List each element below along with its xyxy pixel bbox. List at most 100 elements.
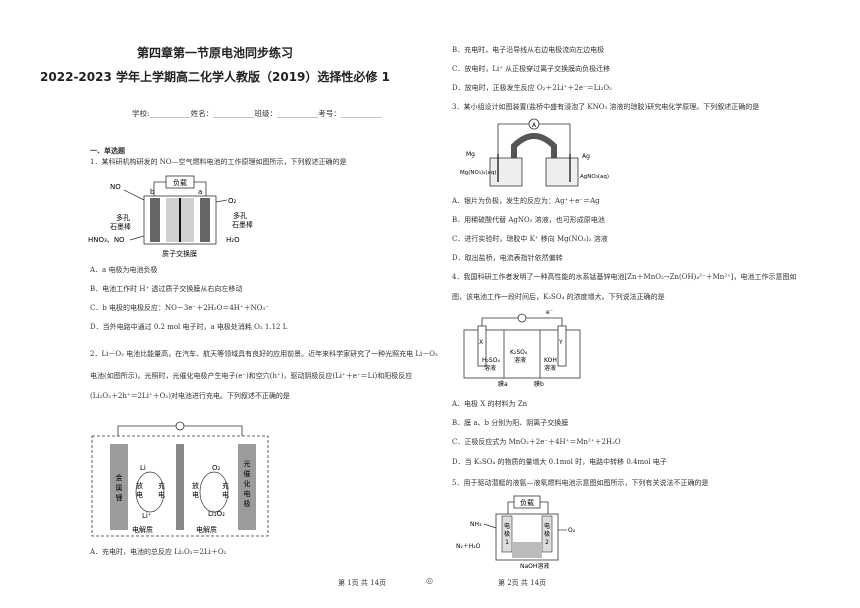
q2-electrolyte-left: 电解质 [132, 525, 153, 534]
bulb-icon [517, 313, 527, 323]
bulb-icon [175, 421, 185, 431]
q4-electrode-y [557, 325, 567, 367]
q3-option-b: B．用稀硫酸代替 AgNO₃ 溶液，也可形成原电池 [452, 216, 605, 224]
q5-wire-right [540, 501, 549, 516]
q2-left-cycle-arrows [135, 471, 165, 513]
q2-option-a: A．充电时，电池的总反应 Li₂O₂＝2Li＋O₂ [90, 548, 227, 556]
q2-metal-li-electrode [110, 444, 128, 530]
q2-line-1: 2．Li－O₂ 电池比能量高，在汽车、航天等领域具有良好的应用前景。近年来科学家… [90, 350, 438, 358]
q5-load-label: 负载 [520, 498, 534, 507]
left-page: 第四章第一节原电池同步练习 2022-2023 学年上学期高二化学人教版（201… [40, 46, 438, 587]
q1-label-a: a [198, 188, 202, 196]
q2-charge-right-2: 电 [222, 490, 229, 499]
q3-salt-bridge [511, 133, 557, 174]
q4-option-a: A．电极 X 的材料为 Zn [452, 400, 528, 408]
q3-stem: 3．某小组设计如图装置(盐桥中盛有浸泡了 KNO₃ 溶液的琼胶)研究电化学原理。… [452, 103, 760, 111]
q2-li-label: Li [140, 464, 146, 472]
q4-option-c: C．正极反应式为 MnO₂＋2e⁻＋4H⁺＝Mn²⁺＋2H₂O [452, 438, 621, 446]
q2-charge-right-1: 充 [222, 481, 229, 490]
q3-option-a: A．银片为负极，发生的反应为：Ag⁺＋e⁻＝Ag [452, 197, 600, 205]
q1-right-el-1: 多孔 [233, 211, 247, 220]
q2-option-b: B．充电时，电子沿导线从右边电极流向左边电极 [452, 46, 605, 54]
page-subtitle: 2022-2023 学年上学期高二化学人教版（2019）选择性必修 1 [40, 70, 390, 84]
q3-mg-label: Mg [466, 151, 475, 158]
q1-wire-right [194, 181, 207, 196]
q3-ammeter-label: A [532, 122, 537, 129]
q5-el1-b: 极 [504, 530, 510, 538]
q5-ammonia-fuel-cell-diagram: 负载 电 极 1 电 极 2 NH₃ N₂＋H₂O O₂ NaOH溶液 [456, 495, 576, 570]
q1-left-el-2: 石墨棒 [110, 222, 131, 231]
q4-zn-mn-battery-diagram: e⁻ X Y H₂SO₄ 溶液 K₂SO₄ 溶液 KOH 溶液 膜a 膜b [463, 309, 581, 388]
q1-fuel-cell-diagram: 负载 b a NO O₂ 多孔 石墨棒 多孔 石墨棒 HNO₃、NO H₂O 质… [88, 175, 253, 258]
q2-discharge-left-1: 放 [136, 481, 143, 490]
q2-photo-2: 催 [244, 469, 251, 478]
q5-nh3-arrow [483, 523, 497, 529]
q3-right-beaker [545, 157, 579, 187]
q5-el1-a: 电 [504, 522, 510, 530]
q5-wire-left [507, 501, 514, 516]
q5-el2-c: 2 [545, 539, 549, 546]
q2-metal-li-3: 锂 [116, 493, 123, 502]
q4-option-d: D．当 K₂SO₄ 的物质的量增大 0.1mol 时，电路中转移 0.4mol … [452, 458, 667, 466]
q2-photo-5: 极 [244, 499, 251, 508]
q1-h2o-label: H₂O [226, 236, 240, 244]
q4-x-label: X [479, 339, 483, 346]
q1-option-d: D．当外电路中通过 0.2 mol 电子时，a 电极处消耗 O₂ 1.12 L [90, 323, 288, 331]
q2-line-2: 电池(如图所示)。光照时，光催化电极产生电子(e⁻)和空穴(h⁺)，驱动阴极反应… [90, 372, 413, 380]
q4-electron-label: e⁻ [546, 309, 553, 316]
q1-option-b: B．电池工作时 H⁺ 透过质子交换膜从右向左移动 [90, 285, 243, 293]
q4-sol2-a: K₂SO₄ [510, 349, 528, 356]
q2-electrolyte-right: 电解质 [196, 525, 217, 534]
q2-o2-label: O₂ [212, 464, 221, 472]
q5-naoh-label: NaOH溶液 [520, 562, 549, 570]
q3-right-solution: AgNO₃(aq) [580, 174, 609, 180]
q5-o2-label: O₂ [568, 527, 576, 534]
q1-right-el-2: 石墨棒 [232, 220, 253, 229]
q2-right-cycle-arrows [199, 471, 229, 513]
page-title: 第四章第一节原电池同步练习 [136, 46, 293, 60]
q2-metal-li-1: 金 [116, 473, 123, 482]
q5-electrode-2 [541, 515, 553, 553]
q5-nh3-label: NH₃ [470, 521, 482, 528]
q1-hno3-arrow [129, 235, 145, 241]
q1-left-el-1: 多孔 [116, 213, 130, 222]
ammeter-icon [528, 118, 540, 130]
q5-el2-b: 极 [544, 530, 550, 538]
q2-photo-4: 电 [244, 489, 251, 498]
q2-option-d: D．放电时，正极发生反应 O₂＋2Li⁺＋2e⁻＝Li₂O₂ [452, 84, 612, 92]
q2-li-o2-battery-diagram: 金 属 锂 Li 放 电 充 电 Li⁺ 电解质 O₂ 放 电 充 电 Li₂O… [91, 421, 269, 537]
q4-sol1-a: H₂SO₄ [482, 357, 500, 364]
q1-option-a: A．a 电极为电池负极 [90, 266, 158, 274]
q2-discharge-right-1: 放 [192, 481, 199, 490]
page-footer-right: 第 2页 共 14页 [498, 579, 547, 587]
q4-sol3-b: 溶液 [544, 364, 556, 372]
q4-sol2-b: 溶液 [514, 356, 526, 364]
section-heading: 一、单选题 [90, 146, 125, 155]
q2-li-plus-label: Li⁺ [142, 512, 152, 520]
q2-charge-left-2: 电 [158, 490, 165, 499]
q4-line-2: 图，该电池工作一段时间后，K₂SO₄ 的浓度增大。下列说法正确的是 [452, 293, 665, 301]
q5-el2-a: 电 [544, 522, 550, 530]
q5-electrolyte [512, 542, 542, 558]
q2-line-3: (Li₂O₂＋2h⁺＝2Li⁺＋O₂)对电池进行充电。下列叙述不正确的是 [90, 392, 290, 400]
q4-line-1: 4．我国科研工作者发明了一种高性能的水系锰基锌电池[Zn＋MnO₂→Zn(OH)… [452, 273, 797, 281]
q1-no-arrow [123, 189, 145, 201]
q3-option-c: C．进行实验时，琼胶中 K⁺ 移向 Mg(NO₃)₂ 溶液 [452, 235, 608, 243]
page-footer-left: 第 1页 共 14页 [338, 579, 387, 587]
q2-charge-left-1: 充 [158, 481, 165, 490]
q2-cell-box [91, 435, 269, 537]
q1-label-b: b [150, 188, 155, 196]
q2-photo-electrode [238, 444, 256, 530]
q2-photo-3: 化 [244, 479, 251, 488]
q2-discharge-right-2: 电 [192, 490, 199, 499]
q1-hno3-label: HNO₃、NO [88, 236, 125, 244]
q2-metal-li-2: 属 [116, 484, 123, 492]
q2-separator [176, 444, 184, 530]
q1-wire-left [153, 181, 166, 196]
q1-left-electrode [150, 198, 160, 242]
page-divider-icon: ◎ [426, 576, 433, 585]
q4-electrode-x [477, 325, 487, 367]
student-info-line: 学校:___________姓名：___________班级：_________… [132, 109, 383, 118]
q4-membrane-b-label: 膜b [534, 380, 544, 388]
q5-electrode-1 [501, 515, 513, 553]
